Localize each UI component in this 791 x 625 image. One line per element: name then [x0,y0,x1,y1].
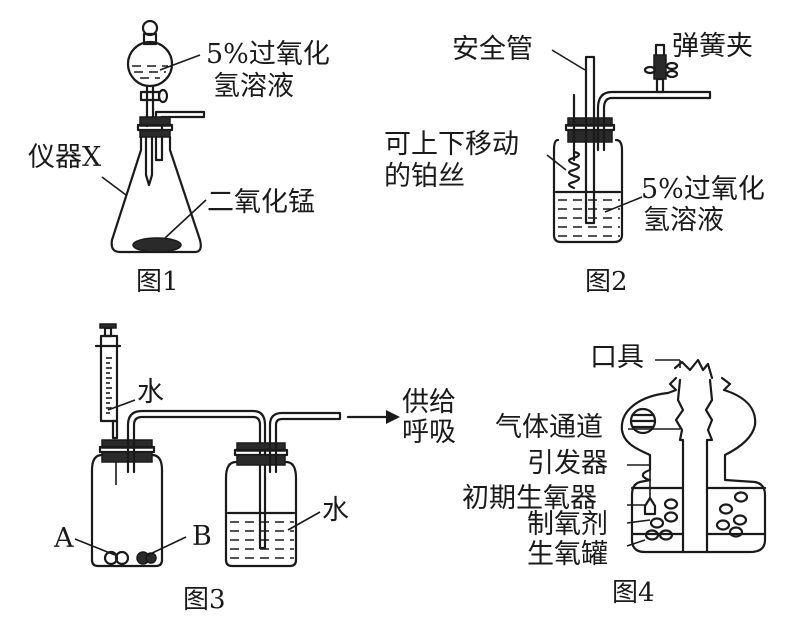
fig2-caption: 图2 [585,267,628,297]
fig2-solution-label-line2: 氢溶液 [643,205,724,236]
gas-channel [674,378,714,554]
fig2-spring-clamp-label: 弹簧夹 [672,31,753,62]
fig3-pellet-b-label: B [192,521,212,552]
initiator [643,496,657,516]
fig1-caption: 图1 [136,267,179,297]
outlet-tube [268,411,342,474]
fig4-oxygen-canister-label: 生氧罐 [527,539,608,570]
fig1-solution-label-line1: 5%过氧化 [206,39,330,70]
figure1-apparatus [101,19,207,254]
fig3-pellet-a-label: A [54,523,74,554]
reaction-bottle [90,453,164,568]
separatory-funnel [126,19,174,128]
connecting-tube [126,409,267,550]
figure2-apparatus [546,43,712,244]
mouthpiece [673,358,714,380]
fig2-platinum-label-line2: 的铂丝 [384,161,465,192]
fig1-catalyst-label: 二氧化锰 [207,187,315,218]
fig4-gas-channel-label: 气体通道 [495,412,603,443]
spring-clamp [643,43,679,94]
water-bottle [224,460,298,568]
fig4-mouthpiece-label: 口具 [590,342,644,373]
fig4-oxygen-agent-label: 制氧剂 [527,509,608,540]
fig3-output-label-line1: 供给 [402,387,456,418]
platinum-wire [567,150,581,190]
fig3-output-label-line2: 呼吸 [402,417,456,448]
outlet-tube [596,90,712,152]
figure3-apparatus [74,323,400,568]
oxygen-canister-body [620,376,767,554]
fig3-caption: 图3 [183,585,226,615]
fig4-initiator-label: 引发器 [527,448,608,479]
syringe [94,323,122,440]
fig2-solution-label-line1: 5%过氧化 [641,174,765,205]
fig1-solution-label-line2: 氢溶液 [213,71,294,102]
fig3-bottle-water-label: 水 [322,495,349,526]
fig4-caption: 图4 [612,578,655,608]
figure4-apparatus [620,358,767,554]
manganese-dioxide [132,237,182,253]
fig3-syringe-water-label: 水 [137,377,164,408]
reagent-bottle [552,138,624,244]
fig2-safety-tube-label: 安全管 [452,34,533,65]
fig4-initial-generator-label: 初期生氧器 [462,483,597,514]
fig1-instrument-x-label: 仪器X [28,142,102,173]
fig2-platinum-label-line1: 可上下移动 [384,129,519,160]
safety-tube [584,55,596,225]
